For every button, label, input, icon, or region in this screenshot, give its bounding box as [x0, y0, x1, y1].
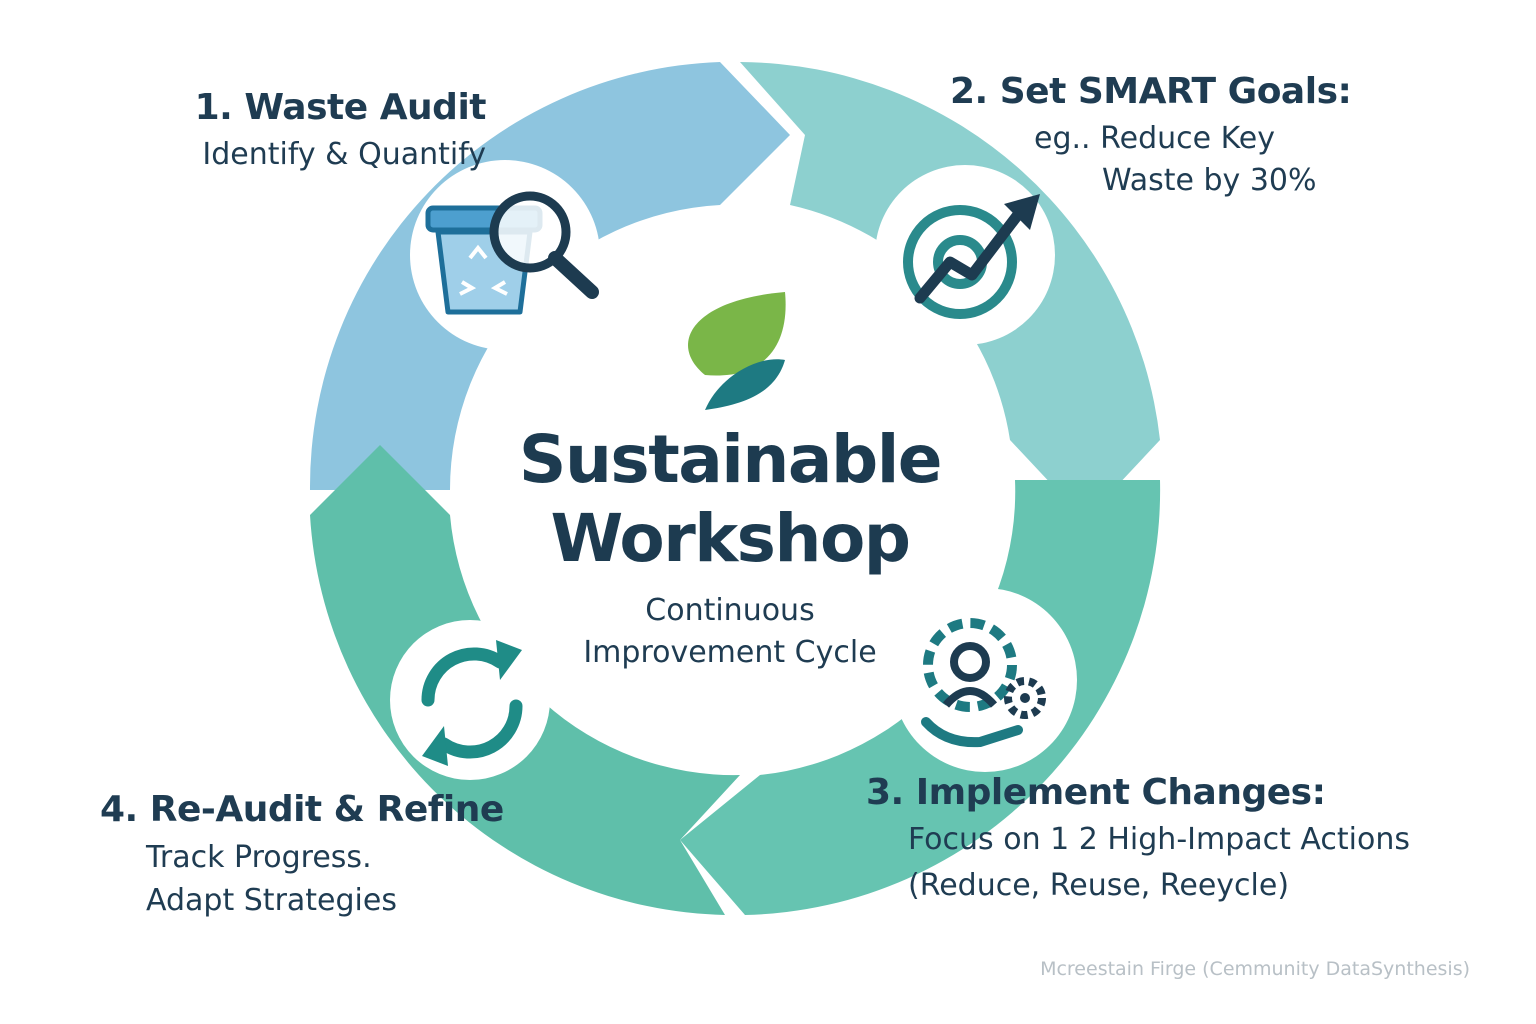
center-title-line: Sustainable — [518, 421, 943, 498]
watermark: Mcreestain Firge (Cemmunity DataSynthesi… — [1040, 958, 1470, 980]
gear-hand-icon — [921, 618, 1046, 748]
stage-1-desc: Identify & Quantify — [195, 134, 486, 176]
stage-1-desc-line: Identify & Quantify — [202, 136, 486, 172]
center-subtitle-line: Continuous — [645, 593, 815, 629]
center-title: Sustainable Workshop — [480, 420, 980, 578]
center-subtitle-line: Improvement Cycle — [583, 635, 877, 671]
leaf-icon — [688, 292, 786, 410]
stage-4-desc-line: Track Progress. — [146, 839, 372, 875]
stage-3-desc-line: (Reduce, Reuse, Reeycle) — [908, 868, 1290, 904]
cycle-arrow-segment-3 — [680, 480, 1161, 915]
stage-4-desc-line: Adapt Strategies — [146, 883, 397, 919]
stage-4-title: 4. Re-Audit & Refine — [100, 789, 504, 830]
stage-3-title: 3. Implement Changes: — [866, 772, 1326, 813]
center-title-line: Workshop — [550, 500, 911, 578]
stage-3-desc-line: Focus on 1 2 High-Impact Actions — [908, 821, 1411, 857]
waste-bin-magnifier-icon — [425, 191, 599, 315]
stage-1-label: 1. Waste Audit Identify & Quantify — [194, 87, 487, 176]
stage-1-title: 1. Waste Audit — [194, 87, 487, 128]
stage-2-title: 2. Set SMART Goals: — [950, 71, 1352, 112]
stage-3-label: 3. Implement Changes: Focus on 1 2 High-… — [866, 773, 1410, 910]
refresh-arrows-icon — [421, 640, 523, 766]
center-block: Sustainable Workshop Continuous Improvem… — [480, 420, 980, 674]
stage-2-label: 2. Set SMART Goals: eg.. Reduce Key Wast… — [950, 71, 1352, 202]
stage-2-desc: eg.. Reduce Key Waste by 30% — [1034, 118, 1351, 202]
cycle-arrow-segment-4 — [310, 445, 740, 915]
stage-3-desc: Focus on 1 2 High-Impact Actions (Reduce… — [908, 817, 1410, 910]
stage-2-desc-line: Waste by 30% — [1102, 162, 1317, 198]
center-subtitle: Continuous Improvement Cycle — [480, 590, 980, 674]
stage-2-desc-line: eg.. Reduce Key — [1034, 120, 1275, 156]
cycle-arrow-segment-1 — [309, 62, 790, 490]
stage-4-desc: Track Progress. Adapt Strategies — [146, 836, 504, 923]
stage-4-label: 4. Re-Audit & Refine Track Progress. Ada… — [100, 790, 504, 923]
target-arrow-icon — [903, 194, 1040, 319]
